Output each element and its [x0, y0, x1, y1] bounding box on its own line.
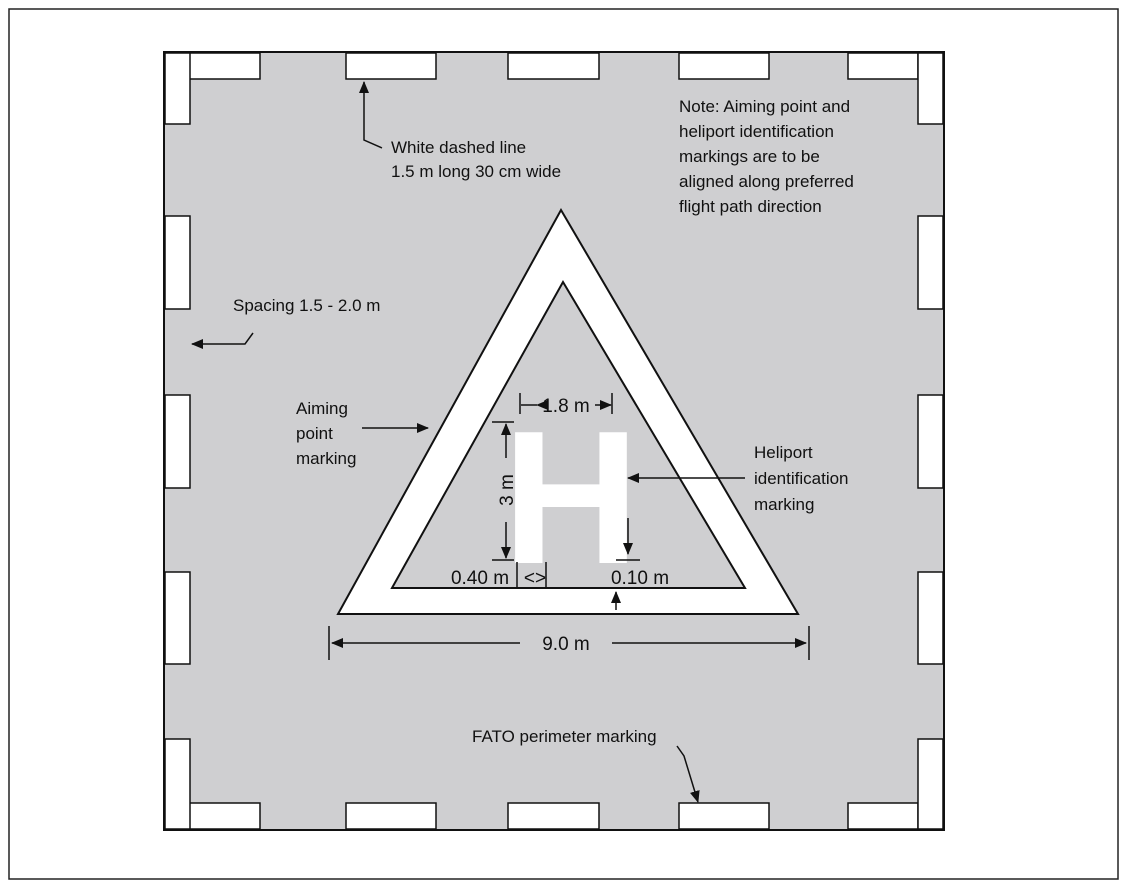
perimeter-dash-right [917, 571, 944, 665]
perimeter-dash-left [164, 215, 191, 310]
dim-stroke-width: 0.40 m [451, 568, 509, 589]
note-line-5: flight path direction [679, 197, 822, 216]
dashed-line-label-1: White dashed line [391, 138, 526, 157]
perimeter-dash-top [678, 52, 770, 80]
dim-gap-bracket-icon: <> [524, 568, 546, 589]
perimeter-dash-right [917, 738, 944, 830]
perimeter-dash-right [917, 52, 944, 125]
dim-gap: 0.10 m [611, 568, 669, 589]
perimeter-dash-bottom [345, 802, 437, 830]
note-text: Note: Aiming point and heliport identifi… [679, 97, 854, 216]
spacing-arrow [191, 332, 254, 349]
aiming-point-triangle [336, 207, 800, 615]
perimeter-dash-bottom [507, 802, 600, 830]
perimeter-dash-left [164, 571, 191, 665]
dim-h-width: 1.8 m [542, 396, 590, 417]
heliport-id-label-1: Heliport [754, 443, 813, 462]
fato-surface [163, 51, 945, 831]
dim-h-height: 3 m [497, 474, 518, 506]
spacing-label: Spacing 1.5 - 2.0 m [233, 296, 380, 315]
perimeter-dash-left [164, 738, 191, 830]
perimeter-dash-right [917, 394, 944, 489]
perimeter-dash-left [164, 394, 191, 489]
aiming-label-2: point [296, 424, 333, 443]
perimeter-dash-bottom [678, 802, 770, 830]
fato-perimeter-dashes [164, 52, 944, 830]
dashed-line-arrow [359, 81, 383, 149]
perimeter-dash-left [164, 52, 191, 125]
note-line-2: heliport identification [679, 122, 834, 141]
note-line-4: aligned along preferred [679, 172, 854, 191]
note-line-1: Note: Aiming point and [679, 97, 850, 116]
aiming-label-3: marking [296, 449, 356, 468]
perimeter-dash-top [345, 52, 437, 80]
heliport-id-label-2: identification [754, 469, 849, 488]
perimeter-dash-bottom [188, 802, 261, 830]
aiming-label-1: Aiming [296, 399, 348, 418]
dim-triangle-base: 9.0 m [542, 634, 590, 655]
dashed-line-label-2: 1.5 m long 30 cm wide [391, 162, 561, 181]
heliport-id-label-3: marking [754, 495, 814, 514]
fato-perimeter-arrow [676, 745, 700, 803]
heliport-h-letter: H [502, 392, 639, 604]
perimeter-dash-top [188, 52, 261, 80]
perimeter-dash-right [917, 215, 944, 310]
perimeter-dash-top [507, 52, 600, 80]
note-line-3: markings are to be [679, 147, 820, 166]
fato-perimeter-label: FATO perimeter marking [472, 727, 657, 746]
perimeter-dash-bottom [847, 802, 919, 830]
perimeter-dash-top [847, 52, 919, 80]
